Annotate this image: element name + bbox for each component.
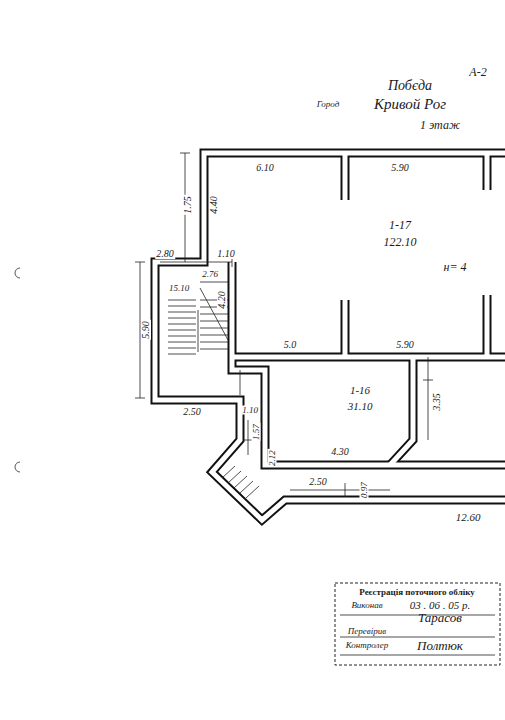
wall-inner — [155, 153, 505, 520]
dimension-value: 1.10 — [241, 406, 259, 415]
step-line — [168, 318, 196, 319]
step-line — [246, 486, 259, 498]
city-name: Кривой Рог — [374, 97, 446, 112]
wall-inner — [232, 262, 505, 465]
stamp-frame — [335, 583, 500, 665]
step-line — [222, 466, 235, 478]
dimension-value: 5.0 — [283, 340, 298, 350]
step-line — [168, 312, 196, 313]
room-label: 122.10 — [384, 236, 417, 248]
stair-steps — [168, 300, 259, 498]
wall-inner — [390, 357, 413, 465]
dimension-value: 3.35 — [432, 392, 442, 412]
step-line — [168, 336, 196, 337]
dimension-value: 1.75 — [183, 195, 193, 215]
step-line — [168, 342, 196, 343]
step-line — [200, 321, 228, 322]
dimension-value: 2.76 — [201, 270, 219, 279]
dimension-value: 5.90 — [141, 320, 151, 340]
stair-area: 15.10 — [164, 278, 194, 298]
stamp-text: Виконав — [351, 601, 382, 610]
dimension-value: 1.57 — [252, 423, 261, 441]
dimension-value: 2.50 — [182, 407, 202, 417]
step-line — [168, 324, 196, 325]
dimension-value: 4.30 — [330, 447, 350, 457]
room-area: 1-16 31.10 — [330, 372, 390, 422]
room-label: 1-16 — [350, 385, 370, 396]
dimension-value: 5.90 — [390, 163, 410, 173]
dimension-value: 12.60 — [455, 512, 482, 523]
dimension-value: 1.10 — [216, 249, 236, 259]
stamp-text: Тарасов — [418, 611, 462, 624]
wall-inner — [232, 355, 505, 360]
step-line — [200, 335, 228, 336]
dimension-lines — [135, 153, 433, 497]
step-line — [168, 348, 196, 349]
room-label: 15.10 — [169, 284, 189, 293]
step-line — [168, 306, 196, 307]
dimension-value: 2.50 — [308, 477, 328, 487]
wall-lines — [155, 153, 505, 520]
stamp-text: Реєстрація поточного обліку — [359, 588, 475, 597]
stamp-rules — [340, 615, 495, 655]
stamp-text: Перевірив — [348, 627, 386, 636]
punch-holes — [15, 268, 20, 472]
step-line — [228, 471, 241, 483]
wall-inner — [345, 153, 487, 357]
step-line — [168, 300, 196, 301]
floor-name: 1 этаж — [420, 119, 460, 131]
registration-stamp: Реєстрація поточного облікуВиконав 03 . 0… — [335, 583, 500, 665]
sheet-code: А-2 — [469, 66, 486, 78]
room-label: 31.10 — [348, 401, 373, 412]
dimension-value: 0.97 — [360, 481, 369, 499]
stamp-text: Полтюк — [417, 639, 463, 652]
step-line — [200, 342, 228, 343]
step-line — [234, 476, 247, 488]
dimension-value: 2.12 — [268, 449, 277, 467]
step-line — [200, 328, 228, 329]
stamp-text: 03 . 06 . 05 р. — [410, 600, 471, 611]
dimension-value: н= 4 — [442, 261, 467, 273]
dimension-value: 4.40 — [209, 195, 219, 215]
room-label: 1-17 — [389, 219, 411, 231]
step-line — [200, 349, 228, 350]
step-line — [168, 330, 196, 331]
dimension-value: 6.10 — [255, 163, 275, 173]
stamp-text: Контролер — [346, 641, 389, 650]
city-caption: Город — [317, 100, 340, 109]
room-area: 1-17 122.10 — [360, 200, 440, 280]
dimension-value: 4.20 — [217, 290, 227, 310]
dimension-value: 5.90 — [395, 340, 415, 350]
step-line — [240, 481, 253, 493]
dimension-value: 2.80 — [155, 249, 175, 259]
street-name: Побєда — [388, 79, 432, 93]
step-line — [168, 354, 196, 355]
